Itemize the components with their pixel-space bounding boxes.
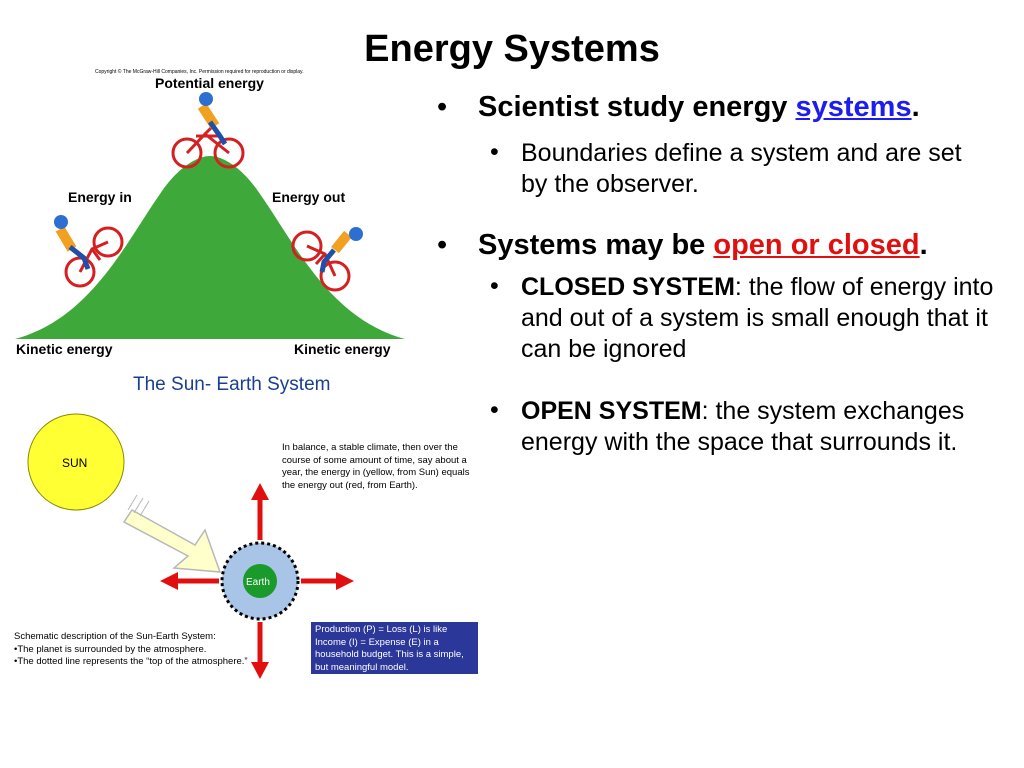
energy-out-label: Energy out	[272, 189, 345, 205]
open-system-definition: : the system exchanges energy with the s…	[521, 397, 965, 456]
sun-icon	[27, 413, 125, 511]
bullet-open-or-closed: Systems may be open or closed.	[478, 229, 928, 262]
open-system-term: OPEN SYSTEM	[521, 397, 702, 425]
bullet-marker: •	[490, 138, 499, 166]
schematic-title: Schematic description of the Sun-Earth S…	[14, 631, 216, 642]
copyright-text: Copyright © The McGraw-Hill Companies, I…	[95, 68, 304, 75]
bullet-text: Systems may be	[478, 229, 714, 261]
bike-right-icon	[291, 227, 363, 292]
bullet-punctuation: .	[919, 229, 928, 261]
bullet-scientist-study: Scientist study energy systems.	[478, 91, 920, 124]
kinetic-energy-left-label: Kinetic energy	[16, 341, 113, 357]
schematic-note: Schematic description of the Sun-Earth S…	[14, 631, 314, 669]
slide-title: Energy Systems	[364, 28, 660, 70]
bullet-marker: •	[490, 396, 499, 424]
bullet-marker: •	[437, 91, 448, 123]
bullet-closed-system: CLOSED SYSTEM: the flow of energy into a…	[521, 272, 1011, 365]
systems-link[interactable]: systems	[795, 91, 912, 123]
schematic-line-1: •The planet is surrounded by the atmosph…	[14, 643, 207, 655]
bullet-text: Scientist study energy	[478, 91, 796, 123]
earth-icon	[243, 564, 277, 598]
potential-kinetic-energy-figure: Copyright © The McGraw-Hill Companies, I…	[15, 68, 405, 357]
bike-left-icon	[54, 215, 124, 288]
production-loss-box: Production (P) = Loss (L) is like Income…	[311, 622, 478, 674]
schematic-line-2: •The dotted line represents the “top of …	[14, 656, 248, 667]
energy-in-label: Energy in	[68, 189, 132, 205]
bullet-punctuation: .	[911, 91, 920, 123]
sun-label: SUN	[62, 456, 87, 470]
sun-earth-heading: The Sun- Earth System	[133, 374, 331, 395]
earth-label: Earth	[246, 577, 270, 588]
energy-hill	[15, 156, 405, 339]
potential-energy-label: Potential energy	[155, 75, 264, 91]
closed-system-term: CLOSED SYSTEM	[521, 273, 735, 301]
bullet-marker: •	[490, 272, 499, 300]
closed-system-definition: : the flow of energy into and out of a s…	[521, 273, 994, 363]
sun-earth-diagram: SUN Earth	[27, 413, 354, 679]
open-or-closed-link[interactable]: open or closed	[713, 229, 920, 261]
bullet-marker: •	[437, 229, 448, 261]
incoming-energy-arrow	[122, 494, 222, 573]
balance-note: In balance, a stable climate, then over …	[282, 442, 470, 491]
kinetic-energy-right-label: Kinetic energy	[294, 341, 391, 357]
bullet-boundaries: Boundaries define a system and are set b…	[521, 139, 962, 198]
outgoing-energy-arrows	[160, 483, 354, 679]
bullet-open-system: OPEN SYSTEM: the system exchanges energy…	[521, 396, 1011, 458]
bike-top-icon	[171, 92, 245, 169]
